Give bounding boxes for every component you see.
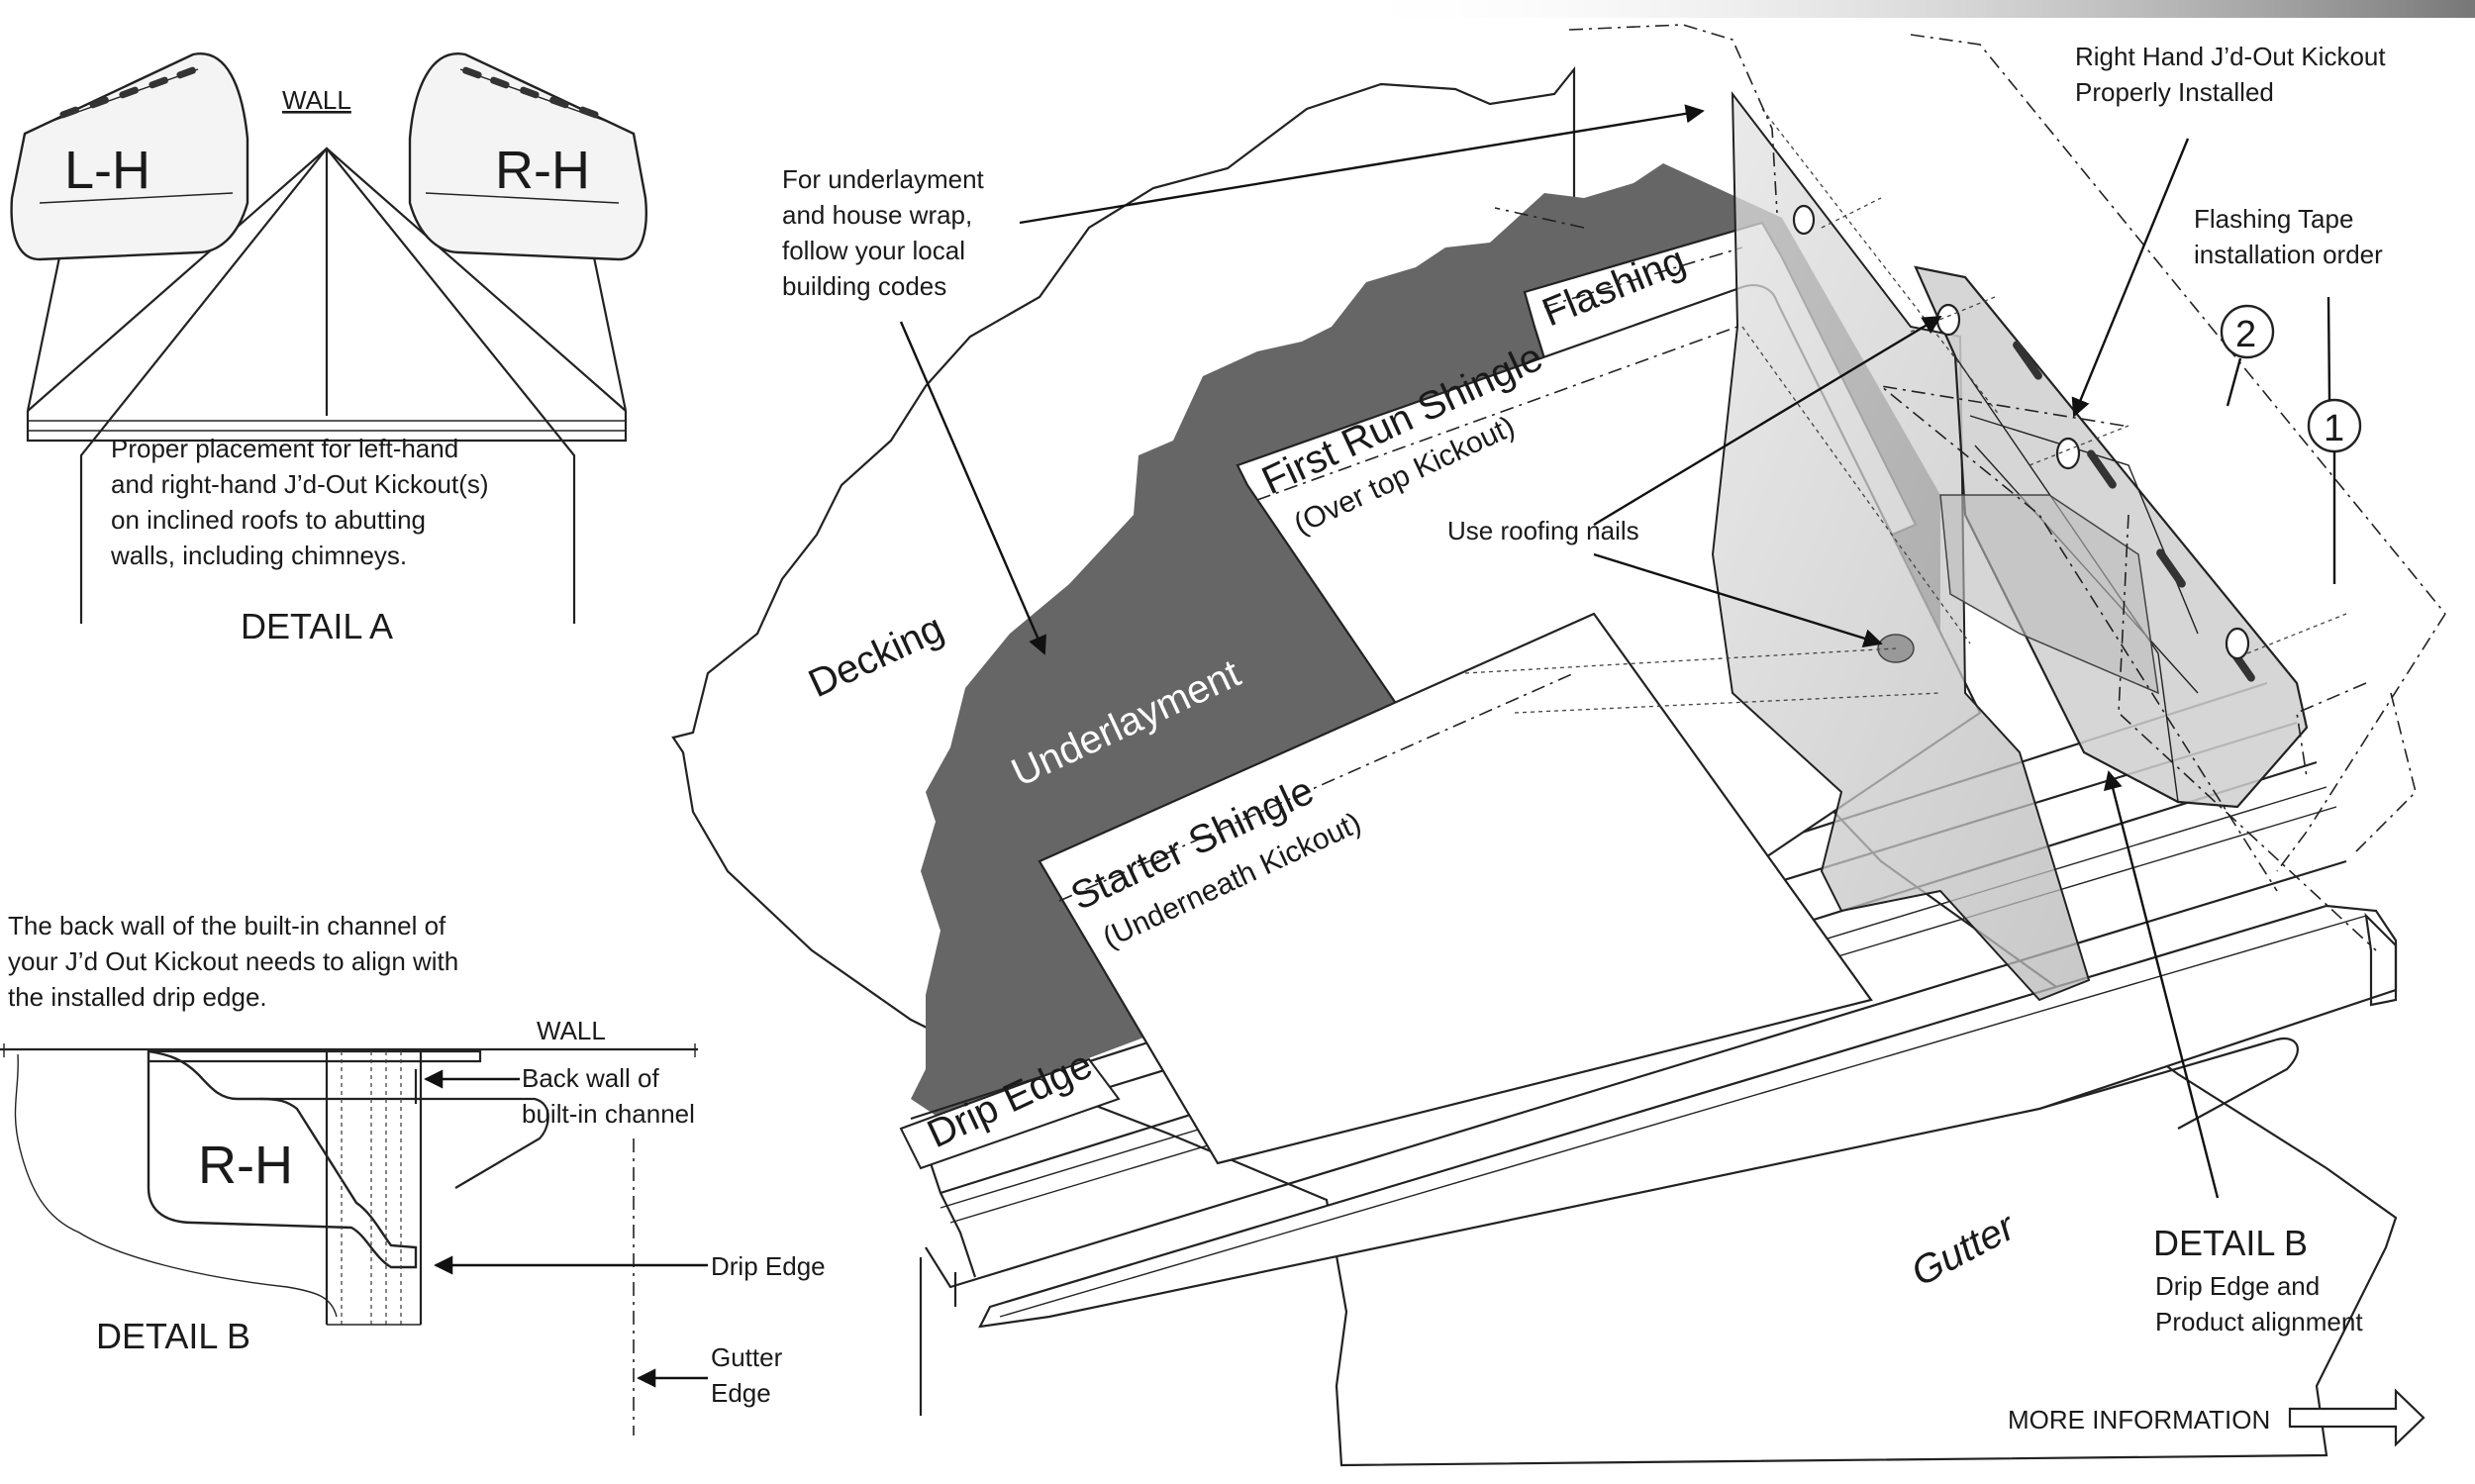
more-information-link[interactable]: MORE INFORMATION: [2008, 1388, 2426, 1447]
tape-note-line-1: Flashing Tape: [2194, 204, 2353, 234]
tape-step-2-circle: [2220, 304, 2275, 359]
detail-b-gutter-edge-line-1: Gutter: [711, 1342, 783, 1372]
right-arrow-icon[interactable]: [2288, 1388, 2426, 1447]
detail-b-intro-line-2: your J’d Out Kickout needs to align with: [8, 946, 458, 976]
main-diagram: Gutter Flashing First Run Shingle (Over …: [671, 24, 2446, 1467]
drip-edge-strip: [899, 1057, 1121, 1170]
detail-a-desc-line-1: Proper placement for left-hand: [111, 434, 458, 463]
detail-a-desc-line-4: walls, including chimneys.: [110, 541, 407, 570]
detail-a-left-kickout: [10, 52, 249, 261]
detail-b-back-wall-line-2: built-in channel: [522, 1099, 695, 1129]
kickout-note-line-1: Right Hand J’d-Out Kickout: [2075, 42, 2386, 71]
detail-b-small: The back wall of the built-in channel of…: [0, 911, 826, 1435]
detail-b-intro-line-3: the installed drip edge.: [8, 982, 267, 1012]
more-information-label[interactable]: MORE INFORMATION: [2008, 1405, 2270, 1435]
underlayment-note-line-2: and house wrap,: [782, 200, 972, 230]
detail-a-rh-label: R-H: [495, 141, 590, 200]
nails-label: Use roofing nails: [1447, 516, 1639, 545]
main-detail-b-sub-2: Product alignment: [2155, 1307, 2363, 1336]
main-detail-b-sub-1: Drip Edge and: [2155, 1271, 2320, 1301]
detail-b-gutter-edge-line-2: Edge: [711, 1378, 771, 1408]
detail-b-wall-label: WALL: [537, 1016, 606, 1045]
tape-step-1: 1: [2324, 408, 2344, 449]
kickout-note-line-2: Properly Installed: [2075, 77, 2274, 107]
underlayment-note-line-4: building codes: [782, 271, 946, 301]
detail-b-rh-label: R-H: [198, 1136, 293, 1195]
header-gradient-band: [1336, 0, 2475, 18]
nail-holes: [1792, 204, 2250, 660]
starter-shingle: [1038, 612, 1873, 1165]
tape-step-2: 2: [2235, 314, 2256, 355]
detail-a-lh-label: L-H: [64, 141, 150, 200]
detail-a-wall-label: WALL: [282, 85, 351, 115]
underlayment-note-line-3: follow your local: [782, 236, 965, 265]
detail-b-drip-edge-label: Drip Edge: [711, 1251, 826, 1281]
detail-a-title: DETAIL A: [241, 606, 393, 646]
underlayment-note-line-1: For underlayment: [782, 164, 985, 194]
tape-note-line-2: installation order: [2194, 240, 2383, 269]
kickout-product: [1464, 90, 2347, 1002]
detail-b-small-title: DETAIL B: [96, 1316, 250, 1356]
detail-a-desc-line-3: on inclined roofs to abutting: [111, 505, 426, 535]
detail-b-back-wall-line-1: Back wall of: [522, 1063, 659, 1093]
detail-a-right-kickout: [408, 52, 647, 261]
detail-b-intro-line-1: The back wall of the built-in channel of: [8, 911, 446, 940]
detail-a-desc-line-2: and right-hand J’d-Out Kickout(s): [111, 469, 489, 499]
main-detail-b-title: DETAIL B: [2153, 1223, 2308, 1263]
detail-a: L-H R-H WALL Proper placement for left-h…: [10, 52, 647, 646]
